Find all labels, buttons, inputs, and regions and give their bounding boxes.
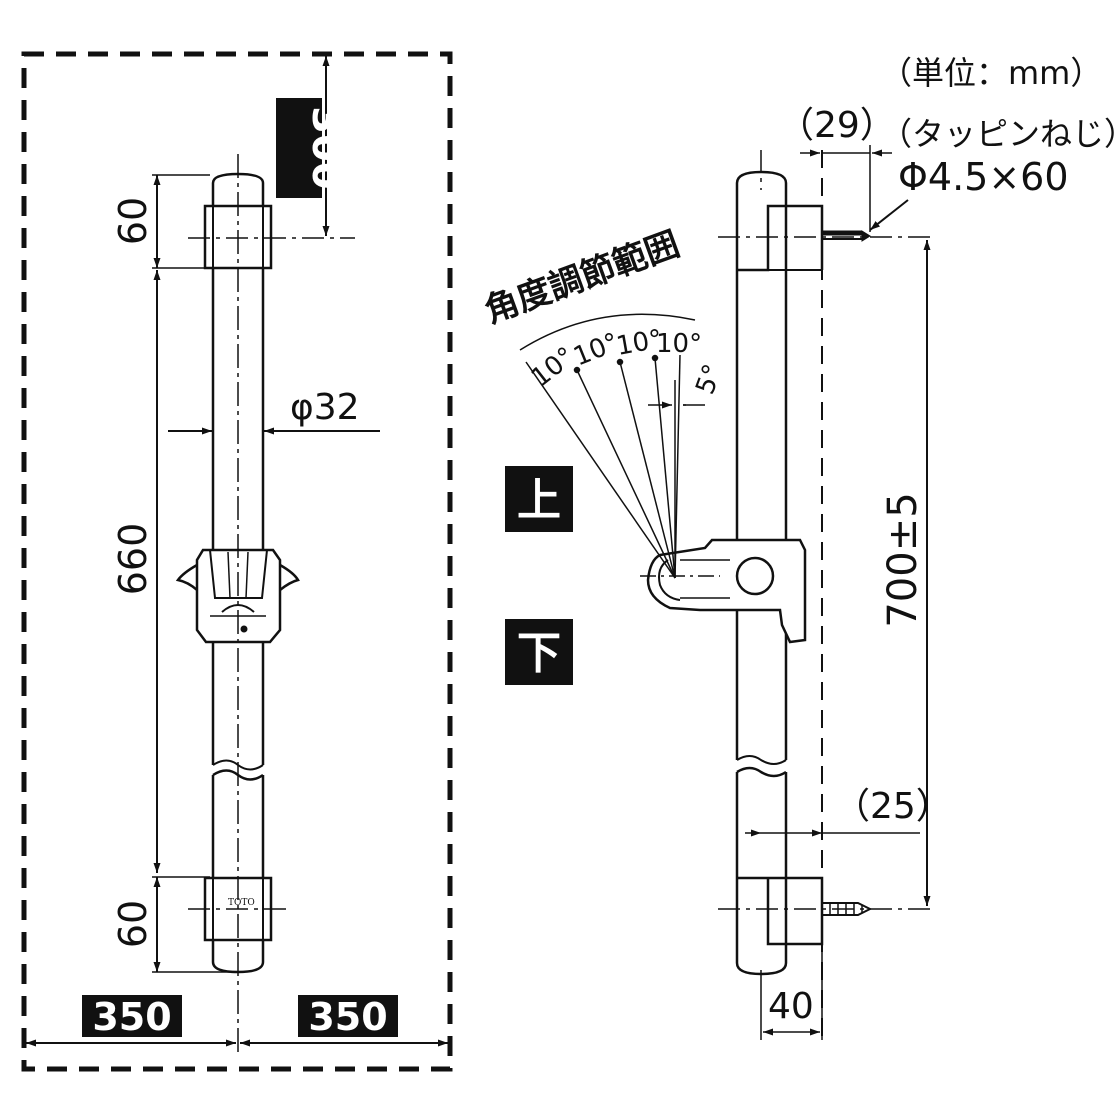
dim-upper-bracket: 60 [111, 197, 155, 245]
dim-mount-pitch: 700±5 [880, 492, 926, 627]
dim-offset-top: （29） [778, 105, 896, 146]
brand-mark: TOTO [228, 898, 255, 908]
dim-offset-bottom: （25） [834, 786, 952, 827]
angle-offset: 5° [690, 360, 728, 398]
side-lower-bracket [737, 876, 824, 946]
dim-left-clearance-box [82, 995, 182, 1037]
dim-left-clearance: 350 [92, 995, 171, 1039]
front-view [21, 51, 453, 1072]
side-upper-bracket [737, 204, 824, 272]
dim-right-clearance-box [298, 995, 398, 1037]
dim-top-offset: 300 [303, 106, 349, 190]
side-rail-upper [735, 170, 788, 760]
dim-right-clearance: 350 [308, 995, 387, 1039]
dim-diameter: φ32 [290, 387, 360, 428]
label-down-box [505, 619, 573, 685]
screw-label: （タッピンねじ） [880, 115, 1120, 153]
label-up-box [505, 466, 573, 532]
screw-top [822, 199, 909, 242]
dim-rail-span: 660 [111, 523, 155, 596]
screw-spec: Φ4.5×60 [898, 155, 1069, 199]
dim-lower-bracket: 60 [111, 900, 155, 948]
label-down: 下 [517, 628, 561, 679]
clearance-frame [21, 51, 453, 1072]
dim-top-offset-box [276, 98, 322, 198]
label-up: 上 [517, 475, 561, 526]
dim-depth: 40 [768, 986, 814, 1027]
shower-holder-side [640, 538, 807, 644]
side-view [519, 145, 931, 1045]
unit-note: （単位：mm） [880, 54, 1102, 92]
angle-title: 角度調節範囲 [479, 224, 684, 331]
angle-step-4: 10° [656, 329, 702, 359]
angle-fan [519, 313, 705, 579]
